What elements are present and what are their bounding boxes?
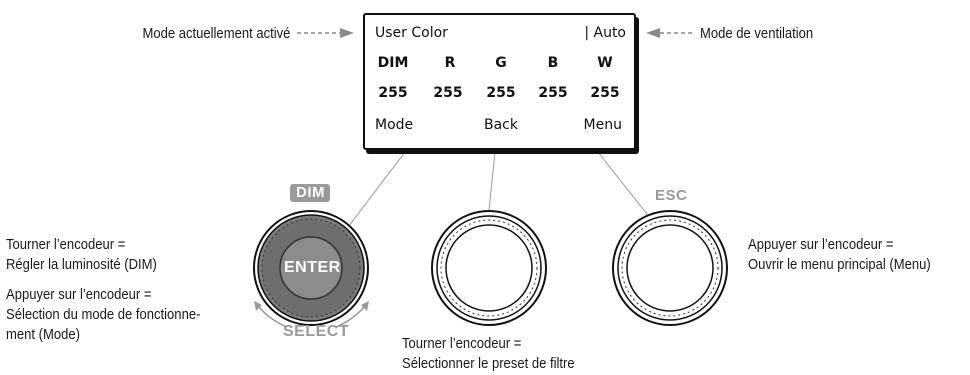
leader-line-middle: [488, 151, 496, 211]
channel-value: 255: [433, 85, 463, 101]
channel-label: W: [597, 55, 613, 71]
channel-value: 255: [378, 85, 408, 101]
esc-knob[interactable]: [612, 210, 728, 326]
dim-tag-label: DIM: [296, 184, 325, 201]
enter-label: ENTER: [284, 259, 341, 276]
callout-current-mode: Mode actuellement activé: [142, 26, 290, 42]
display-mode-name: User Color: [375, 25, 448, 41]
lcd-display: User Color | Auto DIM R G B W 255 255 25…: [363, 13, 636, 150]
channel-label: G: [495, 55, 507, 71]
channel-label: R: [444, 55, 456, 71]
callout-left-line5: ment (Mode): [6, 327, 80, 343]
select-arrowhead-left-icon: [254, 301, 262, 311]
callout-fan-mode: Mode de ventilation: [700, 26, 814, 42]
leader-line-right: [597, 151, 651, 219]
left-callout-arrow-head: [340, 28, 354, 38]
softkey-mode: Mode: [375, 117, 414, 133]
dim-tag: DIM: [290, 184, 330, 202]
callout-right-line1: Appuyer sur l’encodeur =: [748, 237, 894, 253]
callout-left-line1: Tourner l’encodeur =: [6, 237, 126, 253]
callout-left-line3: Appuyer sur l’encodeur =: [6, 287, 152, 303]
select-arrowhead-right-icon: [361, 301, 369, 311]
channel-value: 255: [538, 85, 568, 101]
callout-middle-line1: Tourner l’encodeur =: [402, 336, 522, 352]
right-callout-arrow-head: [646, 28, 660, 38]
display-fan-mode: | Auto: [584, 25, 626, 41]
select-label: SELECT: [283, 323, 350, 340]
channel-value: 255: [486, 85, 516, 101]
callout-right-line2: Ouvrir le menu principal (Menu): [748, 257, 931, 273]
channel-label: B: [547, 55, 559, 71]
filter-preset-knob[interactable]: [431, 210, 547, 326]
select-arrow-left-icon: [257, 305, 288, 328]
callout-left-line2: Régler la luminosité (DIM): [6, 257, 157, 273]
softkey-back: Back: [484, 117, 518, 133]
callout-middle-line2: Sélectionner le preset de filtre: [402, 356, 575, 372]
esc-tag-label: ESC: [655, 187, 688, 204]
callout-left-line4: Sélection du mode de fonctionne-: [6, 307, 201, 323]
select-arrow-right-icon: [335, 305, 366, 328]
channel-label: DIM: [377, 55, 409, 71]
softkey-menu: Menu: [583, 117, 622, 133]
dim-enter-knob[interactable]: [253, 210, 369, 326]
channel-value: 255: [590, 85, 620, 101]
